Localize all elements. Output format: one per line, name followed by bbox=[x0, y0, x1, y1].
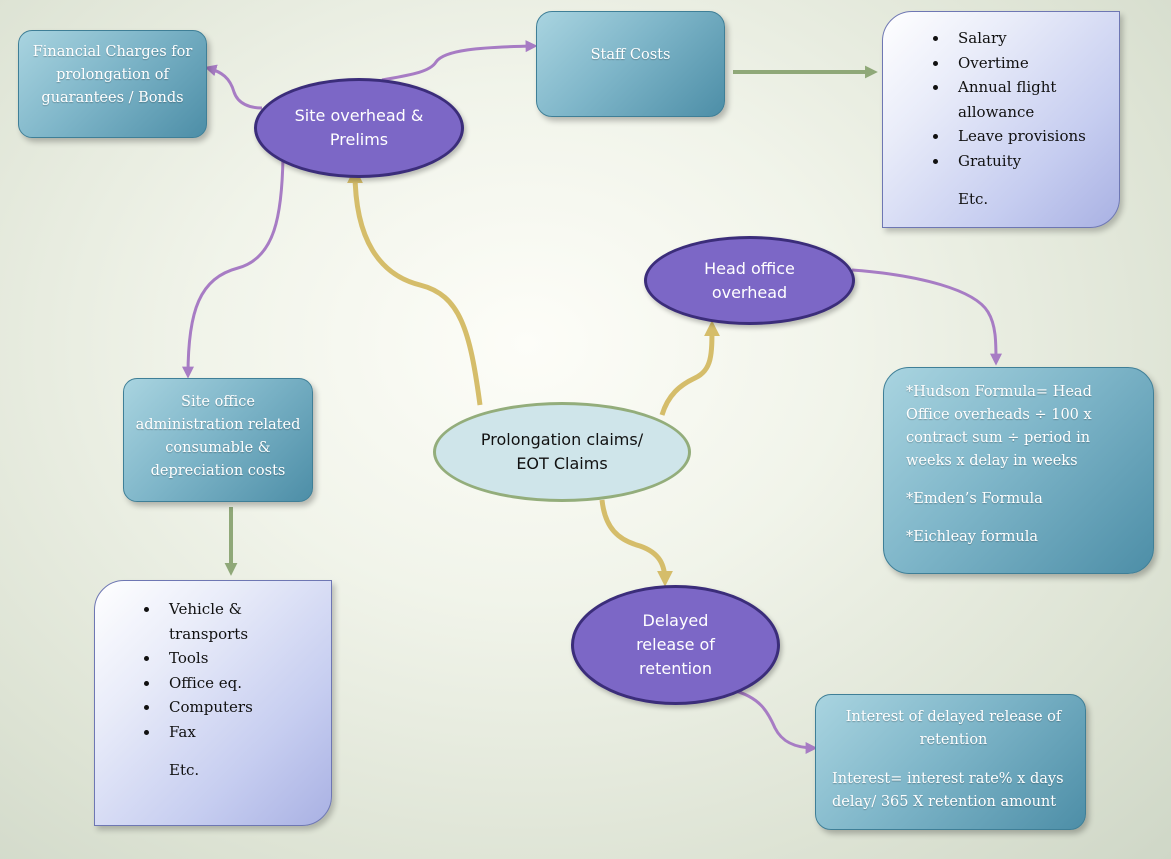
staff-cost-items-box: Salary Overtime Annual flight allowance … bbox=[882, 11, 1120, 228]
head-office-oval: Head office overhead bbox=[644, 236, 855, 325]
list-item: Fax bbox=[142, 720, 321, 745]
financial-charges-box: Financial Charges for prolongation of gu… bbox=[18, 30, 207, 138]
staff-cost-items-list: Salary Overtime Annual flight allowance … bbox=[931, 26, 1109, 173]
list-item: Gratuity bbox=[931, 149, 1109, 174]
financial-charges-text: Financial Charges for prolongation of gu… bbox=[32, 44, 193, 106]
hudson-formula-text: *Hudson Formula= Head Office overheads ÷… bbox=[906, 384, 1092, 469]
arrow-head-office-to-formulas bbox=[851, 268, 1002, 366]
arrow-center-to-delayed-release bbox=[599, 499, 673, 587]
site-overhead-oval: Site overhead & Prelims bbox=[254, 78, 464, 178]
head-office-formulas-box: *Hudson Formula= Head Office overheads ÷… bbox=[883, 367, 1154, 574]
site-office-items-etc: Etc. bbox=[169, 761, 200, 779]
emden-formula-text: *Emden’s Formula bbox=[906, 491, 1043, 507]
site-office-items-list: Vehicle & transports Tools Office eq. Co… bbox=[142, 597, 321, 744]
site-office-items-box: Vehicle & transports Tools Office eq. Co… bbox=[94, 580, 332, 826]
delayed-release-label: Delayed release of retention bbox=[636, 611, 715, 678]
staff-costs-text: Staff Costs bbox=[590, 47, 671, 63]
staff-costs-box: Staff Costs bbox=[536, 11, 725, 117]
head-office-label: Head office overhead bbox=[704, 258, 795, 302]
list-item: Computers bbox=[142, 695, 321, 720]
arrow-site-overhead-to-site-office bbox=[182, 156, 285, 379]
retention-interest-formula: Interest= interest rate% x days delay/ 3… bbox=[832, 771, 1064, 810]
list-item: Overtime bbox=[931, 51, 1109, 76]
list-item: Office eq. bbox=[142, 671, 321, 696]
staff-cost-items-etc: Etc. bbox=[958, 190, 989, 208]
list-item: Salary bbox=[931, 26, 1109, 51]
retention-interest-title: Interest of delayed release of retention bbox=[845, 709, 1062, 748]
list-item: Leave provisions bbox=[931, 124, 1109, 149]
arrow-center-to-site-overhead bbox=[347, 167, 483, 406]
prolongation-claims-label: Prolongation claims/ EOT Claims bbox=[480, 430, 644, 473]
site-overhead-label: Site overhead & Prelims bbox=[294, 106, 424, 149]
site-office-text: Site office administration related consu… bbox=[135, 394, 301, 479]
list-item: Tools bbox=[142, 646, 321, 671]
arrow-delayed-release-to-interest bbox=[731, 688, 818, 754]
retention-interest-box: Interest of delayed release of retention… bbox=[815, 694, 1086, 830]
prolongation-claims-oval: Prolongation claims/ EOT Claims bbox=[433, 402, 691, 502]
arrow-site-overhead-to-staff-costs bbox=[381, 40, 538, 82]
arrow-site-overhead-to-financial bbox=[204, 64, 263, 110]
list-item: Vehicle & transports bbox=[142, 597, 321, 646]
list-item: Annual flight allowance bbox=[931, 75, 1109, 124]
site-office-box: Site office administration related consu… bbox=[123, 378, 313, 502]
eichleay-formula-text: *Eichleay formula bbox=[906, 529, 1038, 545]
delayed-release-oval: Delayed release of retention bbox=[571, 585, 780, 705]
arrow-center-to-head-office bbox=[659, 320, 720, 416]
